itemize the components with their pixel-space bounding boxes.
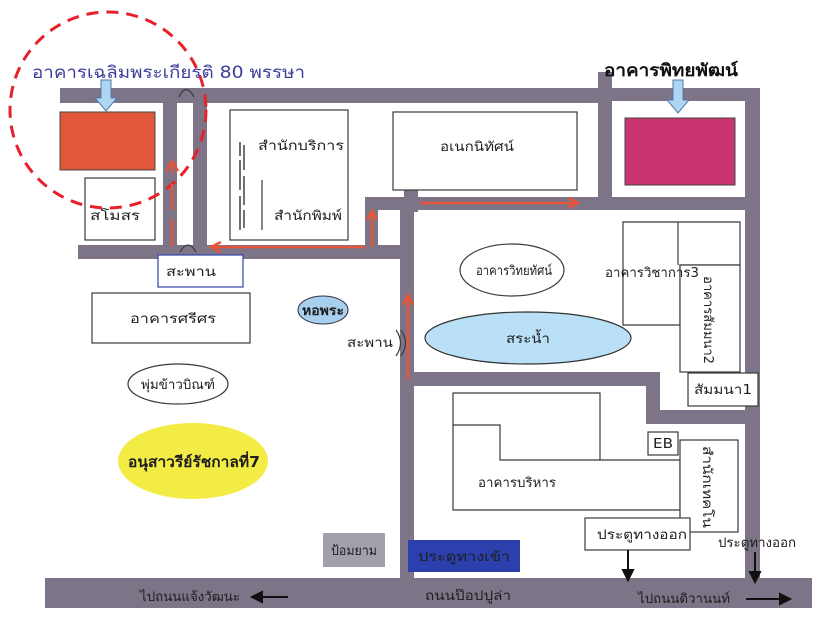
srisorn-building bbox=[91, 292, 251, 344]
srisorn-building-label: อาคารศรีศร bbox=[130, 311, 216, 327]
to-tiwanon-label: ไปถนนดิวานนท์ bbox=[637, 591, 730, 607]
bridge-mark-east-1 bbox=[395, 329, 402, 357]
tech-office-label: สำนักเทคโน bbox=[699, 446, 715, 528]
arrow-right-icon bbox=[567, 196, 581, 210]
arrow-down-icon bbox=[93, 79, 119, 112]
club-building bbox=[84, 177, 156, 241]
bridge-west-box bbox=[157, 254, 244, 288]
exit-gate-1-label: ประตูทางออก bbox=[597, 528, 687, 543]
eb-building bbox=[647, 431, 679, 456]
pittayapat-building-block bbox=[624, 117, 736, 186]
press-office-label: สำนักพิมพ์ bbox=[274, 208, 342, 224]
monument-shape bbox=[118, 423, 268, 499]
bridge-mark-west bbox=[179, 244, 197, 253]
service-office-label: สำนักบริการ bbox=[258, 139, 344, 154]
arrow-left-icon bbox=[208, 240, 222, 254]
road-west-a bbox=[163, 88, 177, 259]
pum-khao-bin-label: พุ่มข้าวบิณฑ์ bbox=[141, 377, 215, 393]
route-arrows bbox=[164, 158, 581, 380]
seminar2-building bbox=[679, 264, 741, 373]
guard-post-label: ป้อมยาม bbox=[331, 544, 377, 559]
seminar1-building bbox=[687, 372, 759, 407]
small-vertical-sign bbox=[239, 142, 245, 230]
road-top-west bbox=[60, 88, 600, 103]
admin-building-inner-line bbox=[453, 424, 600, 461]
arrow-left-icon bbox=[249, 590, 263, 604]
road-popular bbox=[45, 578, 812, 608]
arrow-down-icon bbox=[665, 79, 691, 114]
pond-shape bbox=[424, 311, 632, 365]
highlight-building-block bbox=[59, 111, 156, 171]
bridge-west-label: สะพาน bbox=[166, 265, 216, 280]
anek-building-label: อเนกนิทัศน์ bbox=[440, 139, 514, 155]
popular-road-label: ถนนป๊อปปูล่า bbox=[425, 589, 511, 604]
highlight-building-label: อาคารเฉลิมพระเกียรติ 80 พรรษา bbox=[32, 63, 305, 83]
arrow-down-icon bbox=[621, 569, 635, 583]
road-main-north-south bbox=[400, 200, 414, 580]
main-entrance-label: ประตูทางเข้า bbox=[418, 550, 510, 565]
monument-label: อนุสาวรีย์รัชกาลที่7 bbox=[128, 451, 260, 472]
club-label: สโมสร bbox=[90, 208, 140, 224]
guard-post-block bbox=[323, 533, 385, 567]
eb-building-label: EB bbox=[653, 437, 673, 452]
shrine-label: หอพระ bbox=[302, 304, 344, 319]
anek-building bbox=[392, 111, 578, 191]
arrow-up-icon bbox=[164, 158, 180, 172]
seminar1-building-label: สัมมนา1 bbox=[694, 383, 752, 398]
main-entrance-block bbox=[408, 540, 520, 572]
bridge-mark-north bbox=[178, 88, 195, 98]
road-network bbox=[45, 72, 812, 608]
academic3-building-label: อาคารวิชาการ3 bbox=[605, 266, 699, 281]
arrow-down-icon bbox=[748, 571, 762, 585]
road-step-horizontal bbox=[646, 410, 760, 424]
exit-gate-1-box bbox=[584, 517, 691, 551]
highlight-dashed-circle bbox=[8, 10, 208, 210]
service-office-building bbox=[229, 109, 349, 241]
road-pittayapat-west bbox=[598, 72, 612, 210]
direction-arrows bbox=[249, 550, 793, 606]
wittayatat-building-label: อาคารวิทยทัศน์ bbox=[476, 263, 552, 279]
to-chaengwattana-label: ไปถนนแจ้งวัฒนะ bbox=[139, 589, 240, 605]
bridge-east-label: สะพาน bbox=[347, 336, 393, 351]
pond-label: สระน้ำ bbox=[506, 329, 550, 347]
seminar2-building-label: อาคารสัมมนา2 bbox=[700, 276, 715, 364]
road-east bbox=[745, 88, 760, 580]
admin-building bbox=[452, 392, 681, 511]
pittayapat-building-label: อาคารพิทยพัฒน์ bbox=[604, 60, 738, 81]
admin-building-label: อาคารบริหาร bbox=[478, 476, 556, 491]
bridge-mark-east-2 bbox=[400, 329, 407, 357]
road-pond-south bbox=[414, 372, 660, 386]
shrine-shape bbox=[297, 295, 349, 325]
tech-office-building bbox=[679, 439, 739, 533]
wittayatat-building bbox=[459, 243, 565, 297]
arrow-right-icon bbox=[779, 592, 793, 606]
arrow-up-icon bbox=[401, 292, 415, 306]
exit-gate-2-label: ประตูทางออก bbox=[718, 536, 796, 551]
pum-khao-bin-shape bbox=[127, 363, 229, 405]
arrow-up-icon bbox=[365, 208, 379, 221]
